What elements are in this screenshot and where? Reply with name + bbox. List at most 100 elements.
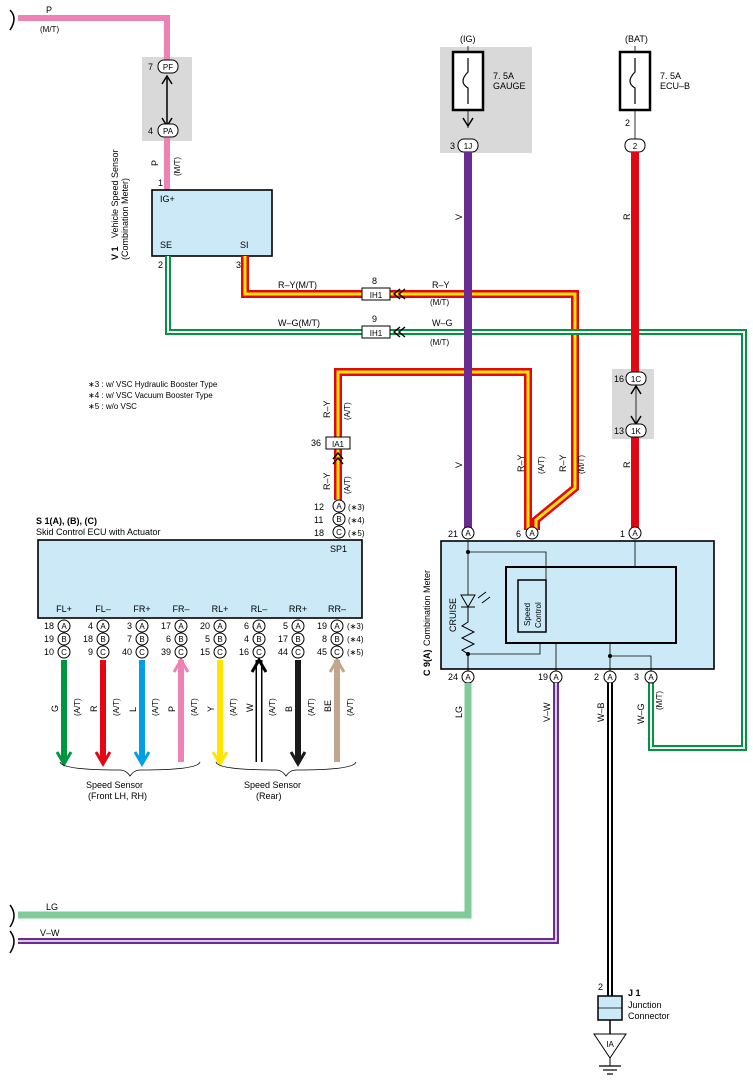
pf-pin: 7 [148,62,153,72]
meter-cruise: CRUISE [448,598,458,632]
ecu-pin-number: 44 [278,647,288,657]
ecu-pin-circle [291,632,305,646]
ih1-a-pin: 8 [372,276,377,286]
ground-label: IA [606,1040,614,1049]
ecu-pin-circle [291,645,305,659]
top-wire-sub: (M/T) [40,25,59,34]
meter-speed-ctrl-2: Control [534,602,543,628]
ia1-pin: 36 [311,438,321,448]
label-ry-mt: R–Y(M/T) [278,280,317,290]
note-3: ∗3 : w/ VSC Hydraulic Booster Type [88,380,218,389]
ecu-terminal-label: RR– [328,604,346,614]
fuse-bat-rating: 7. 5A [660,71,681,81]
label-vw-bottom: V–W [40,928,60,938]
ecu-pin-number: 40 [122,647,132,657]
vss-name: Vehicle Speed Sensor [110,149,120,238]
pa-name: PA [163,127,174,136]
svg-text:R–Y: R–Y [322,400,332,418]
label-ry-meter-at: R–Y [516,454,526,472]
ecu-pin-circle [135,619,149,633]
ecu-pin-letter: B [256,635,261,644]
1j-pin: 3 [450,141,455,151]
ecu-pin-circle [252,645,266,659]
ecu-code: S 1(A), (B), (C) [36,516,97,526]
svg-text:A: A [632,529,638,538]
svg-text:12: 12 [314,502,324,512]
svg-text:C: C [336,528,342,537]
ecu-wire-label: P [167,706,177,712]
fuse-bat-name: ECU–B [660,81,690,91]
ecu-terminal-label: RL– [251,604,268,614]
vss-se: SE [160,240,172,250]
svg-text:CRUISE: CRUISE [448,598,458,632]
ecu-pin-circle [135,632,149,646]
label-at-lower: (A/T) [343,476,352,494]
ecu-pin-letter: C [61,648,67,657]
ecu-pin-circle [213,632,227,646]
junction-name2: Connector [628,1011,670,1021]
svg-text:A: A [465,529,471,538]
ecu-pin-suffix: (∗4) [347,635,364,644]
wire-wg-mt [165,256,747,751]
ecu-wire-label: G [50,705,60,712]
ecu-pin-circle [57,619,71,633]
vss-pin2: 2 [158,260,163,270]
ecu-wire-label: Y [206,706,216,712]
ecu-pin-letter: C [256,648,262,657]
ecu-pin-letter: A [334,622,340,631]
ecu-wire-at: (A/T) [190,698,199,716]
ecu-wire-at: (A/T) [268,698,277,716]
ecu-pin-number: 19 [317,621,327,631]
wire-ry-at [334,368,532,530]
meter-title-group: C 9(A) Combination Meter [422,570,432,676]
svg-text:W–B: W–B [596,702,606,722]
ecu-pin-letter: A [295,622,301,631]
svg-text:Combination Meter: Combination Meter [422,570,432,646]
ecu-wire-label: R [89,705,99,712]
ecu-wire-at: (A/T) [112,698,121,716]
label-lg-bottom: LG [46,902,58,912]
pa-connector [157,123,179,138]
vehicle-speed-sensor-box [151,189,273,257]
label-mt-meter: (M/T) [577,455,586,474]
label-mt-meter3: (M/T) [655,691,664,710]
ecub-name: 2 [633,142,638,151]
ecu-pin-number: 18 [44,621,54,631]
ecu-pin-circle [135,645,149,659]
sensor-front-label: Speed Sensor [86,780,143,790]
svg-text:11: 11 [314,515,323,525]
sensor-front-sub: (Front LH, RH) [88,791,147,801]
ecu-pin-letter: B [178,635,183,644]
ecu-pin-circle [213,619,227,633]
ih1-b-pin: 9 [372,314,377,324]
svg-text:(M/T): (M/T) [655,691,664,710]
svg-text:V–W: V–W [542,702,552,722]
ecu-wire-at: (A/T) [229,698,238,716]
label-at-upper: (A/T) [343,402,352,420]
ecu-name: Skid Control ECU with Actuator [36,527,161,537]
svg-text:(∗3): (∗3) [348,503,365,512]
vss-pin1: 1 [158,178,163,188]
ecu-pin-circle [330,619,344,633]
ecu-pin-letter: C [295,648,301,657]
ih1-connector-b [361,325,391,339]
label-v-upper: V [454,214,464,220]
ecu-pin-number: 4 [244,634,249,644]
ecu-terminal-label: RL+ [212,604,229,614]
ecub-pin: 2 [625,118,630,128]
ecu-pin-suffix: (∗3) [347,622,364,631]
ecu-terminal-label: RR+ [289,604,307,614]
ecu-pin-number: 17 [278,634,288,644]
ecu-pin-number: 9 [88,647,93,657]
ih1-b-name: IH1 [370,329,383,338]
ecu-pin-number: 7 [127,634,132,644]
svg-text:LG: LG [454,706,464,718]
ecu-pin-number: 8 [322,634,327,644]
ih1-connector-a [361,287,391,301]
label-ry-right: R–Y [432,280,450,290]
svg-text:W–G: W–G [636,703,646,724]
ecu-pin-letter: A [256,622,262,631]
ecu-terminal-label: FR+ [133,604,150,614]
